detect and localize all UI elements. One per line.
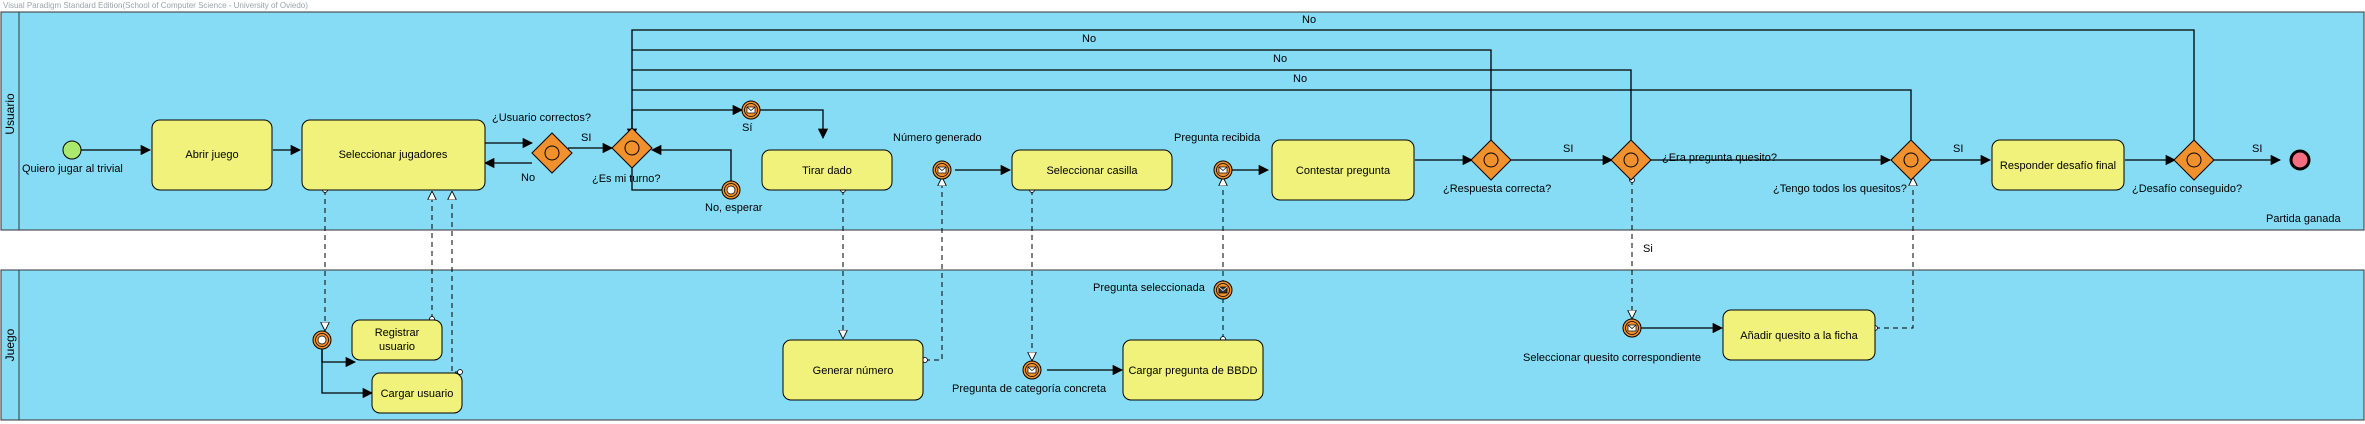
task-contestar-pregunta-label: Contestar pregunta xyxy=(1296,165,1391,177)
gateway-respuesta-correcta: ¿Respuesta correcta? xyxy=(1443,139,1551,195)
task-cargar-usuario-label: Cargar usuario xyxy=(381,388,454,400)
task-generar-numero-label: Generar número xyxy=(813,365,894,377)
gateway-usuario-correctos-label: ¿Usuario correctos? xyxy=(492,112,591,124)
event-pregunta-seleccionada-label: Pregunta seleccionada xyxy=(1093,282,1206,294)
task-seleccionar-jugadores: Seleccionar jugadores xyxy=(301,119,486,191)
task-abrir-juego: Abrir juego xyxy=(151,119,273,191)
event-no-esperar-label: No, esperar xyxy=(705,202,763,214)
event-mensaje-si: Sí xyxy=(741,100,761,134)
task-cargar-pregunta: Cargar pregunta de BBDD xyxy=(1122,339,1264,401)
task-anadir-quesito-label: Añadir quesito a la ficha xyxy=(1740,330,1858,342)
start-event: Quiero jugar al trivial xyxy=(22,140,123,175)
event-quesito-correspondiente-label: Seleccionar quesito correspondiente xyxy=(1523,352,1701,364)
flow-labels: SI No No No No No SI Si SI SI xyxy=(521,14,2262,255)
task-tirar-dado: Tirar dado xyxy=(761,149,893,191)
event-quesito-correspondiente: Seleccionar quesito correspondiente xyxy=(1523,318,1701,364)
event-usuario-split xyxy=(312,330,332,350)
message-flows xyxy=(325,178,1913,372)
flow-label-no-respuesta: No xyxy=(1082,33,1096,45)
gateway-era-quesito-label: ¿Era pregunta quesito? xyxy=(1662,152,1777,164)
task-tirar-dado-label: Tirar dado xyxy=(802,165,852,177)
event-pregunta-seleccionada: Pregunta seleccionada xyxy=(1093,280,1233,300)
event-pregunta-categoria-label: Pregunta de categoría concreta xyxy=(952,383,1107,395)
gateway-es-mi-turno-label: ¿Es mi turno? xyxy=(592,173,660,185)
gateway-respuesta-correcta-label: ¿Respuesta correcta? xyxy=(1443,183,1551,195)
gateway-todos-quesitos: ¿Tengo todos los quesitos? xyxy=(1773,139,1932,195)
task-cargar-usuario: Cargar usuario xyxy=(371,372,463,414)
gateway-usuario-correctos: ¿Usuario correctos? xyxy=(492,112,591,174)
gateway-todos-quesitos-label: ¿Tengo todos los quesitos? xyxy=(1773,183,1907,195)
watermark: Visual Paradigm Standard Edition(School … xyxy=(3,1,308,10)
start-event-label: Quiero jugar al trivial xyxy=(22,163,123,175)
event-pregunta-categoria: Pregunta de categoría concreta xyxy=(952,360,1107,395)
flow-label-si-todos: SI xyxy=(1953,143,1963,155)
pool-juego-label: Juego xyxy=(3,328,17,361)
gateway-desafio-conseguido-label: ¿Desafío conseguido? xyxy=(2132,183,2242,195)
flow-label-no-quesito: No xyxy=(1273,53,1287,65)
event-mensaje-si-label: Sí xyxy=(742,122,752,134)
task-seleccionar-casilla-label: Seleccionar casilla xyxy=(1046,165,1138,177)
task-responder-desafio: Responder desafío final xyxy=(1991,139,2125,191)
flow-label-si-quesito: Si xyxy=(1643,243,1653,255)
task-seleccionar-jugadores-label: Seleccionar jugadores xyxy=(339,149,448,161)
flow-label-no-todos: No xyxy=(1293,73,1307,85)
task-generar-numero: Generar número xyxy=(782,339,924,401)
flow-label-si-desafio: SI xyxy=(2252,143,2262,155)
task-responder-desafio-label: Responder desafío final xyxy=(2000,160,2116,172)
event-numero-generado: Número generado xyxy=(893,132,982,180)
event-pregunta-recibida: Pregunta recibida xyxy=(1174,132,1261,180)
sequence-flows xyxy=(80,29,2282,399)
flow-label-no-usuario: No xyxy=(521,172,535,184)
task-seleccionar-casilla: Seleccionar casilla xyxy=(1011,149,1173,191)
gateway-desafio-conseguido: ¿Desafío conseguido? xyxy=(2132,139,2242,195)
task-abrir-juego-label: Abrir juego xyxy=(185,149,238,161)
event-numero-generado-label: Número generado xyxy=(893,132,982,144)
gateway-es-mi-turno: ¿Es mi turno? xyxy=(592,127,660,185)
task-contestar-pregunta: Contestar pregunta xyxy=(1271,139,1415,201)
flow-label-si-respuesta: SI xyxy=(1563,143,1573,155)
gateway-era-quesito: ¿Era pregunta quesito? xyxy=(1610,139,1777,181)
task-cargar-pregunta-label: Cargar pregunta de BBDD xyxy=(1128,365,1257,377)
flow-label-no-desafio: No xyxy=(1302,14,1316,26)
event-no-esperar: No, esperar xyxy=(705,180,763,214)
task-anadir-quesito: Añadir quesito a la ficha xyxy=(1722,309,1876,361)
flow-label-si-turno: SI xyxy=(581,132,591,144)
end-event: Partida ganada xyxy=(2266,149,2341,225)
event-pregunta-recibida-label: Pregunta recibida xyxy=(1174,132,1261,144)
end-event-label: Partida ganada xyxy=(2266,213,2341,225)
pool-usuario-label: Usuario xyxy=(3,93,17,135)
